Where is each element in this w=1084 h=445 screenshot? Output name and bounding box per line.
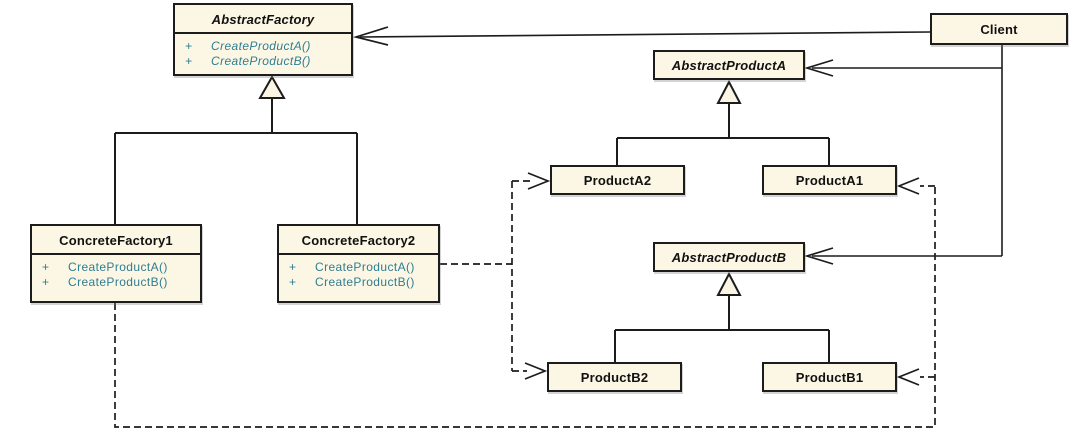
method-create-product-a: + CreateProductA() xyxy=(42,260,200,275)
class-box-product-a2[interactable]: ProductA2 xyxy=(550,165,685,195)
method-create-product-b: + CreateProductB() xyxy=(289,275,438,290)
dependency-client-to-abstractproducta xyxy=(804,45,1003,256)
method-signature: CreateProductA() xyxy=(315,260,415,274)
dependency-concretefactory1-to-products1 xyxy=(114,177,936,428)
visibility-marker: + xyxy=(185,39,193,53)
visibility-marker: + xyxy=(289,260,297,274)
class-box-abstract-product-b[interactable]: AbstractProductB xyxy=(653,242,805,272)
method-signature: CreateProductA() xyxy=(68,260,168,274)
class-title: ProductA2 xyxy=(583,172,652,188)
class-title: ProductB2 xyxy=(580,369,649,385)
generalization-products-a xyxy=(616,79,830,165)
class-title: AbstractFactory xyxy=(175,5,351,34)
class-box-concrete-factory2[interactable]: ConcreteFactory2 + CreateProductA() + Cr… xyxy=(277,224,440,303)
class-box-product-b1[interactable]: ProductB1 xyxy=(762,362,897,392)
class-box-product-a1[interactable]: ProductA1 xyxy=(762,165,897,195)
visibility-marker: + xyxy=(42,275,50,289)
method-create-product-a: + CreateProductA() xyxy=(289,260,438,275)
method-signature: CreateProductA() xyxy=(211,39,311,53)
class-box-abstract-product-a[interactable]: AbstractProductA xyxy=(653,50,805,80)
method-signature: CreateProductB() xyxy=(315,275,415,289)
method-create-product-b: + CreateProductB() xyxy=(42,275,200,290)
class-title: ProductB1 xyxy=(795,369,864,385)
method-create-product-a: + CreateProductA() xyxy=(185,39,351,54)
class-box-client[interactable]: Client xyxy=(930,13,1068,45)
method-compartment: + CreateProductA() + CreateProductB() xyxy=(175,34,351,69)
dependency-client-to-abstractproductb xyxy=(804,247,1002,265)
dependency-concretefactory2-to-products2 xyxy=(440,172,551,380)
class-title: AbstractProductB xyxy=(671,249,787,265)
class-title: ConcreteFactory2 xyxy=(279,226,438,255)
class-title: AbstractProductA xyxy=(671,57,787,73)
method-compartment: + CreateProductA() + CreateProductB() xyxy=(279,255,438,290)
visibility-marker: + xyxy=(42,260,50,274)
class-title: ConcreteFactory1 xyxy=(32,226,200,255)
class-box-product-b2[interactable]: ProductB2 xyxy=(547,362,682,392)
method-create-product-b: + CreateProductB() xyxy=(185,54,351,69)
class-box-abstract-factory[interactable]: AbstractFactory + CreateProductA() + Cre… xyxy=(173,3,353,76)
visibility-marker: + xyxy=(289,275,297,289)
class-title: ProductA1 xyxy=(795,172,864,188)
method-signature: CreateProductB() xyxy=(211,54,311,68)
generalization-factories xyxy=(114,74,358,224)
generalization-products-b xyxy=(614,271,830,362)
visibility-marker: + xyxy=(185,54,193,68)
class-box-concrete-factory1[interactable]: ConcreteFactory1 + CreateProductA() + Cr… xyxy=(30,224,202,303)
class-title: Client xyxy=(980,21,1018,37)
dependency-client-to-abstractfactory xyxy=(352,26,931,46)
method-signature: CreateProductB() xyxy=(68,275,168,289)
method-compartment: + CreateProductA() + CreateProductB() xyxy=(32,255,200,290)
